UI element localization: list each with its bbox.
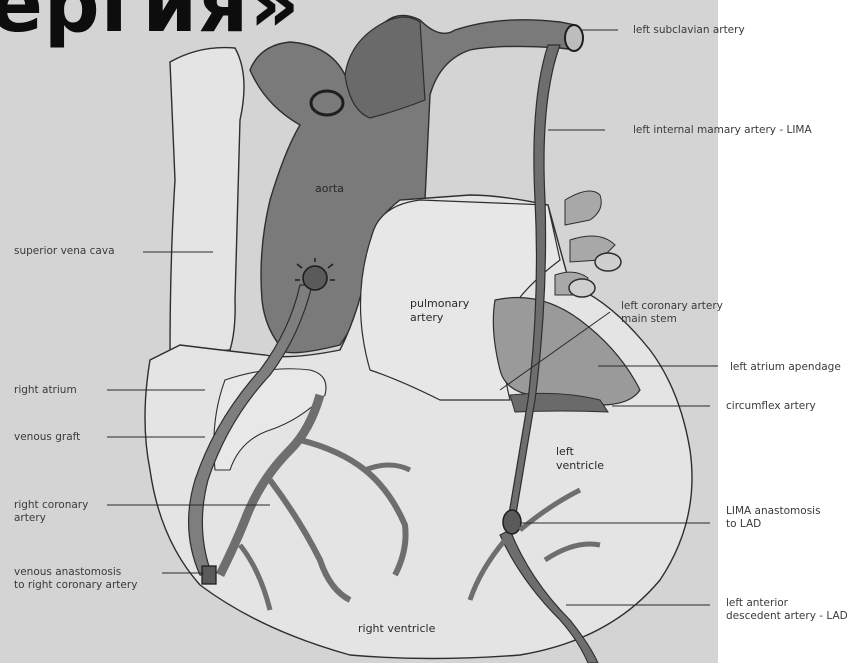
label-circumflex-artery: circumflex artery xyxy=(726,400,816,413)
label-venous-graft: venous graft xyxy=(14,431,80,444)
label-right-atrium: right atrium xyxy=(14,384,77,397)
label-venous-anastomosis: venous anastomosis to right coronary art… xyxy=(14,566,137,592)
label-lima: left internal mamary artery - LIMA xyxy=(633,124,812,137)
label-lad: left anterior descedent artery - LAD xyxy=(726,597,848,623)
pulmonary-vein-ring-1 xyxy=(595,253,621,271)
venous-anastomosis-node xyxy=(202,566,216,584)
aortic-anastomosis-node xyxy=(303,266,327,290)
label-left-coronary-artery: left coronary artery main stem xyxy=(621,300,723,326)
label-superior-vena-cava: superior vena cava xyxy=(14,245,115,258)
lima-anastomosis-node xyxy=(503,510,521,534)
headline-text: ергия» xyxy=(0,0,301,44)
label-lima-anastomosis: LIMA anastomosis to LAD xyxy=(726,505,821,531)
pulmonary-vein-ring-2 xyxy=(569,279,595,297)
inner-label-right-ventricle: right ventricle xyxy=(358,622,435,636)
label-right-coronary-artery: right coronary artery xyxy=(14,499,88,525)
superior-vena-cava-shape xyxy=(170,48,244,355)
label-left-atrium-apendage: left atrium apendage xyxy=(730,361,841,374)
inner-label-left-ventricle: left ventricle xyxy=(556,445,604,473)
label-left-subclavian-artery: left subclavian artery xyxy=(633,24,745,37)
inner-label-aorta: aorta xyxy=(315,182,344,196)
subclavian-ring xyxy=(565,25,583,51)
inner-label-pulmonary-artery: pulmonary artery xyxy=(410,297,469,325)
